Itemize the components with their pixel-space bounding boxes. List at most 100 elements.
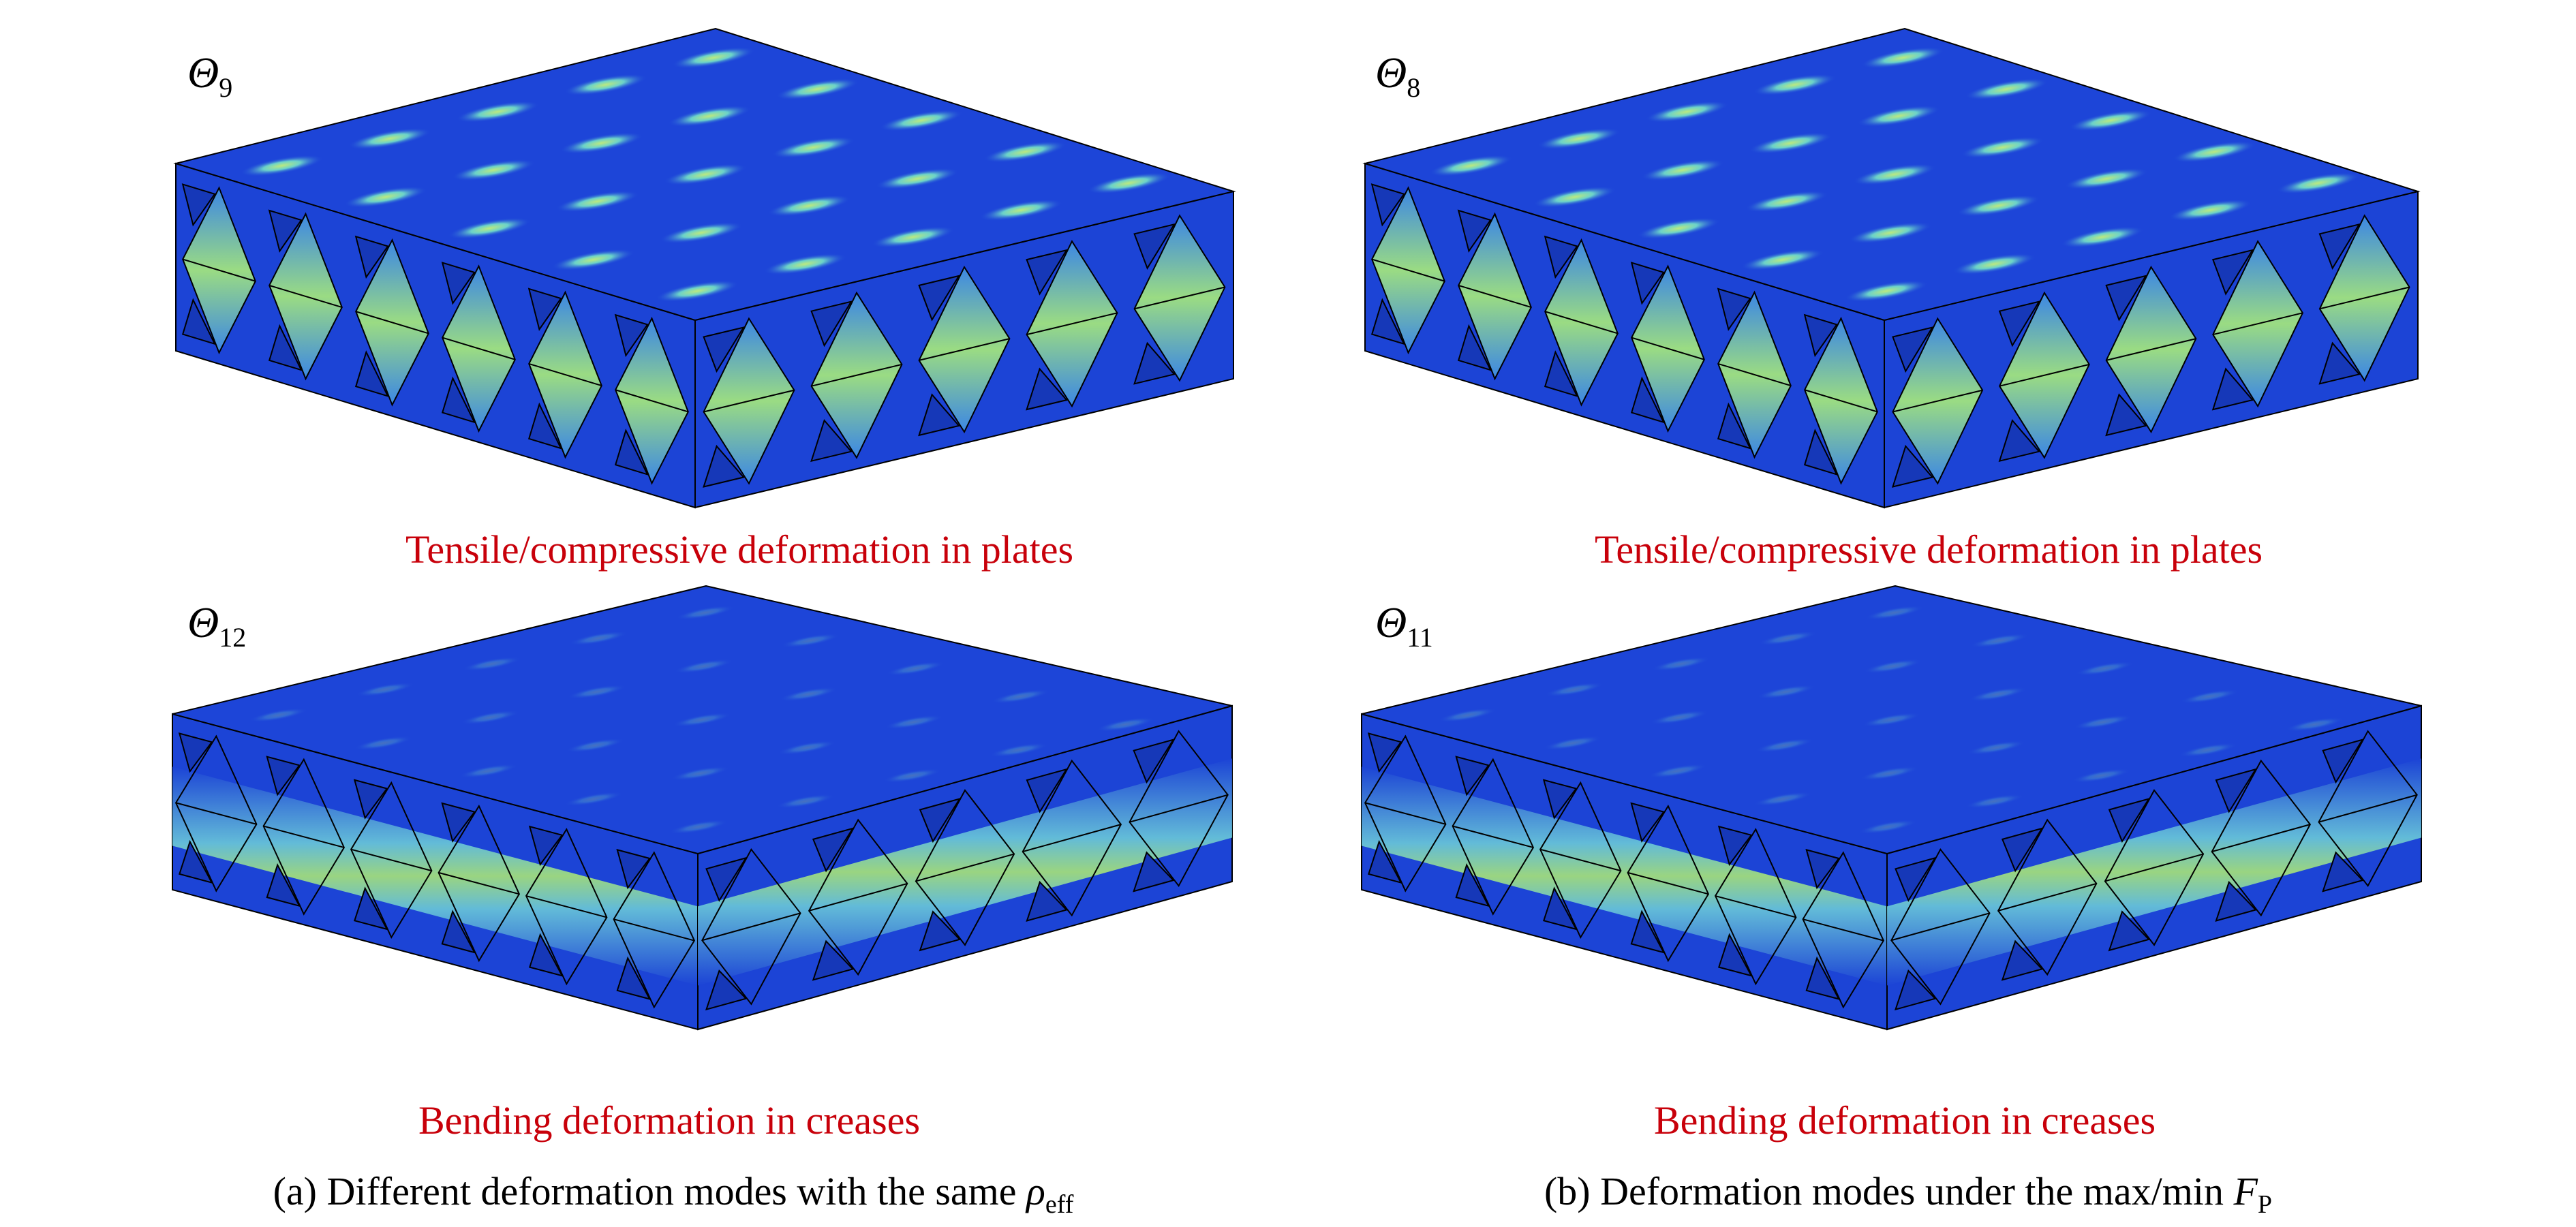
cell-triangle [2215, 880, 2257, 922]
crease-line [2104, 853, 2204, 882]
stress-spot [2286, 717, 2344, 732]
cell-triangle [703, 326, 746, 373]
crease-line [1539, 848, 1621, 872]
subfigure-caption-a: (a) Different deformation modes with the… [273, 1169, 1074, 1219]
cell-triangle [268, 209, 303, 253]
stress-spot [669, 105, 750, 127]
cell-triangle [1370, 183, 1405, 227]
cell-triangle [2001, 827, 2044, 873]
cell-triangle [1805, 956, 1841, 1000]
stress-spot [778, 741, 836, 755]
crease-line [350, 848, 432, 872]
cell-triangle [919, 910, 962, 952]
stress-band [698, 758, 1232, 986]
cell-triangle [812, 939, 855, 981]
crease-line [919, 338, 1010, 361]
cell-triangle [1717, 825, 1753, 867]
crease-diamond [1129, 730, 1229, 888]
stress-spot [2173, 141, 2256, 163]
cell-triangle [1133, 223, 1176, 270]
crease-line [1452, 825, 1534, 848]
cell-triangle [1805, 848, 1840, 890]
stress-spot [656, 280, 738, 302]
stress-spot [776, 794, 834, 809]
stress-spot [1967, 741, 2025, 755]
subfigure-caption-b: (b) Deformation modes under the max/min … [1544, 1169, 2272, 1219]
crease-diamond [2211, 759, 2312, 917]
stress-spot [990, 743, 1048, 758]
top-face-stress-spots [241, 47, 1170, 302]
crease-line [1458, 284, 1532, 309]
stress-spot [1088, 172, 1170, 194]
stress-spot [2277, 172, 2359, 194]
fe-model-θ9 [173, 27, 1236, 509]
crease-line [442, 337, 516, 360]
cell-triangle [705, 856, 748, 902]
crease-line [613, 918, 695, 942]
stress-spot [880, 110, 962, 131]
stress-spot [1759, 631, 1817, 646]
cell-triangle [1457, 209, 1492, 253]
stress-spot [1741, 249, 1824, 270]
stress-spot [772, 136, 855, 158]
stress-spot [1953, 253, 2036, 275]
stress-spot [459, 764, 517, 778]
stress-spot [1860, 766, 1918, 781]
cell-triangle [1892, 326, 1934, 373]
crease-line [528, 362, 602, 387]
stress-spot [1753, 74, 1836, 95]
crease-line [1022, 824, 1122, 853]
crease-line [263, 825, 345, 848]
crease-line [615, 389, 689, 413]
stress-spot [768, 195, 850, 217]
cell-triangle [527, 288, 562, 331]
crease-line [1891, 912, 1990, 942]
cell-triangle [2322, 851, 2364, 892]
stress-spot [664, 164, 746, 185]
cell-triangle [614, 313, 649, 358]
cell-triangle [266, 756, 301, 796]
stress-spot [1544, 736, 1601, 750]
stress-spot [453, 159, 535, 181]
crease-line [182, 258, 256, 282]
stress-spot [1865, 606, 1923, 620]
cell-triangle [354, 350, 390, 398]
cell-triangle [2105, 393, 2147, 437]
stress-spot [1439, 708, 1497, 722]
cell-triangle [2318, 341, 2361, 385]
stress-spot [764, 253, 846, 275]
crease-diamond [808, 818, 908, 976]
crease-line [438, 871, 520, 895]
cell-triangle [1717, 288, 1751, 331]
crease-line [2213, 312, 2303, 336]
stress-spot [883, 768, 941, 783]
crease-line [1631, 337, 1705, 360]
cell-triangle [1998, 419, 2040, 463]
cell-triangle [2001, 939, 2044, 981]
stress-spot [776, 78, 859, 100]
crease-diamond [1364, 734, 1447, 892]
fe-models [172, 27, 2422, 1031]
crease-line [1134, 286, 1225, 310]
stress-spot [570, 631, 628, 646]
stress-spot [1651, 710, 1708, 725]
panel-label-theta8: Θ8 [1375, 48, 1420, 103]
stress-spot [1638, 217, 1720, 239]
stress-spot [781, 634, 840, 648]
stress-spot [1845, 280, 1927, 302]
crease-line [2211, 824, 2311, 853]
stress-spot [673, 47, 754, 69]
stress-spot [1745, 191, 1828, 213]
stress-band [1887, 758, 2421, 986]
stress-spot [348, 128, 431, 150]
fe-model-θ8 [1362, 27, 2421, 509]
cell-triangle [1455, 756, 1490, 796]
cell-triangle [1368, 839, 1402, 884]
crease-diamond [525, 828, 608, 986]
crease-diamond [2318, 730, 2418, 888]
crease-line [1129, 794, 1228, 823]
stress-band [1362, 766, 1887, 986]
crease-line [269, 284, 343, 309]
stress-spot [344, 186, 427, 208]
cell-triangle [2108, 797, 2151, 843]
